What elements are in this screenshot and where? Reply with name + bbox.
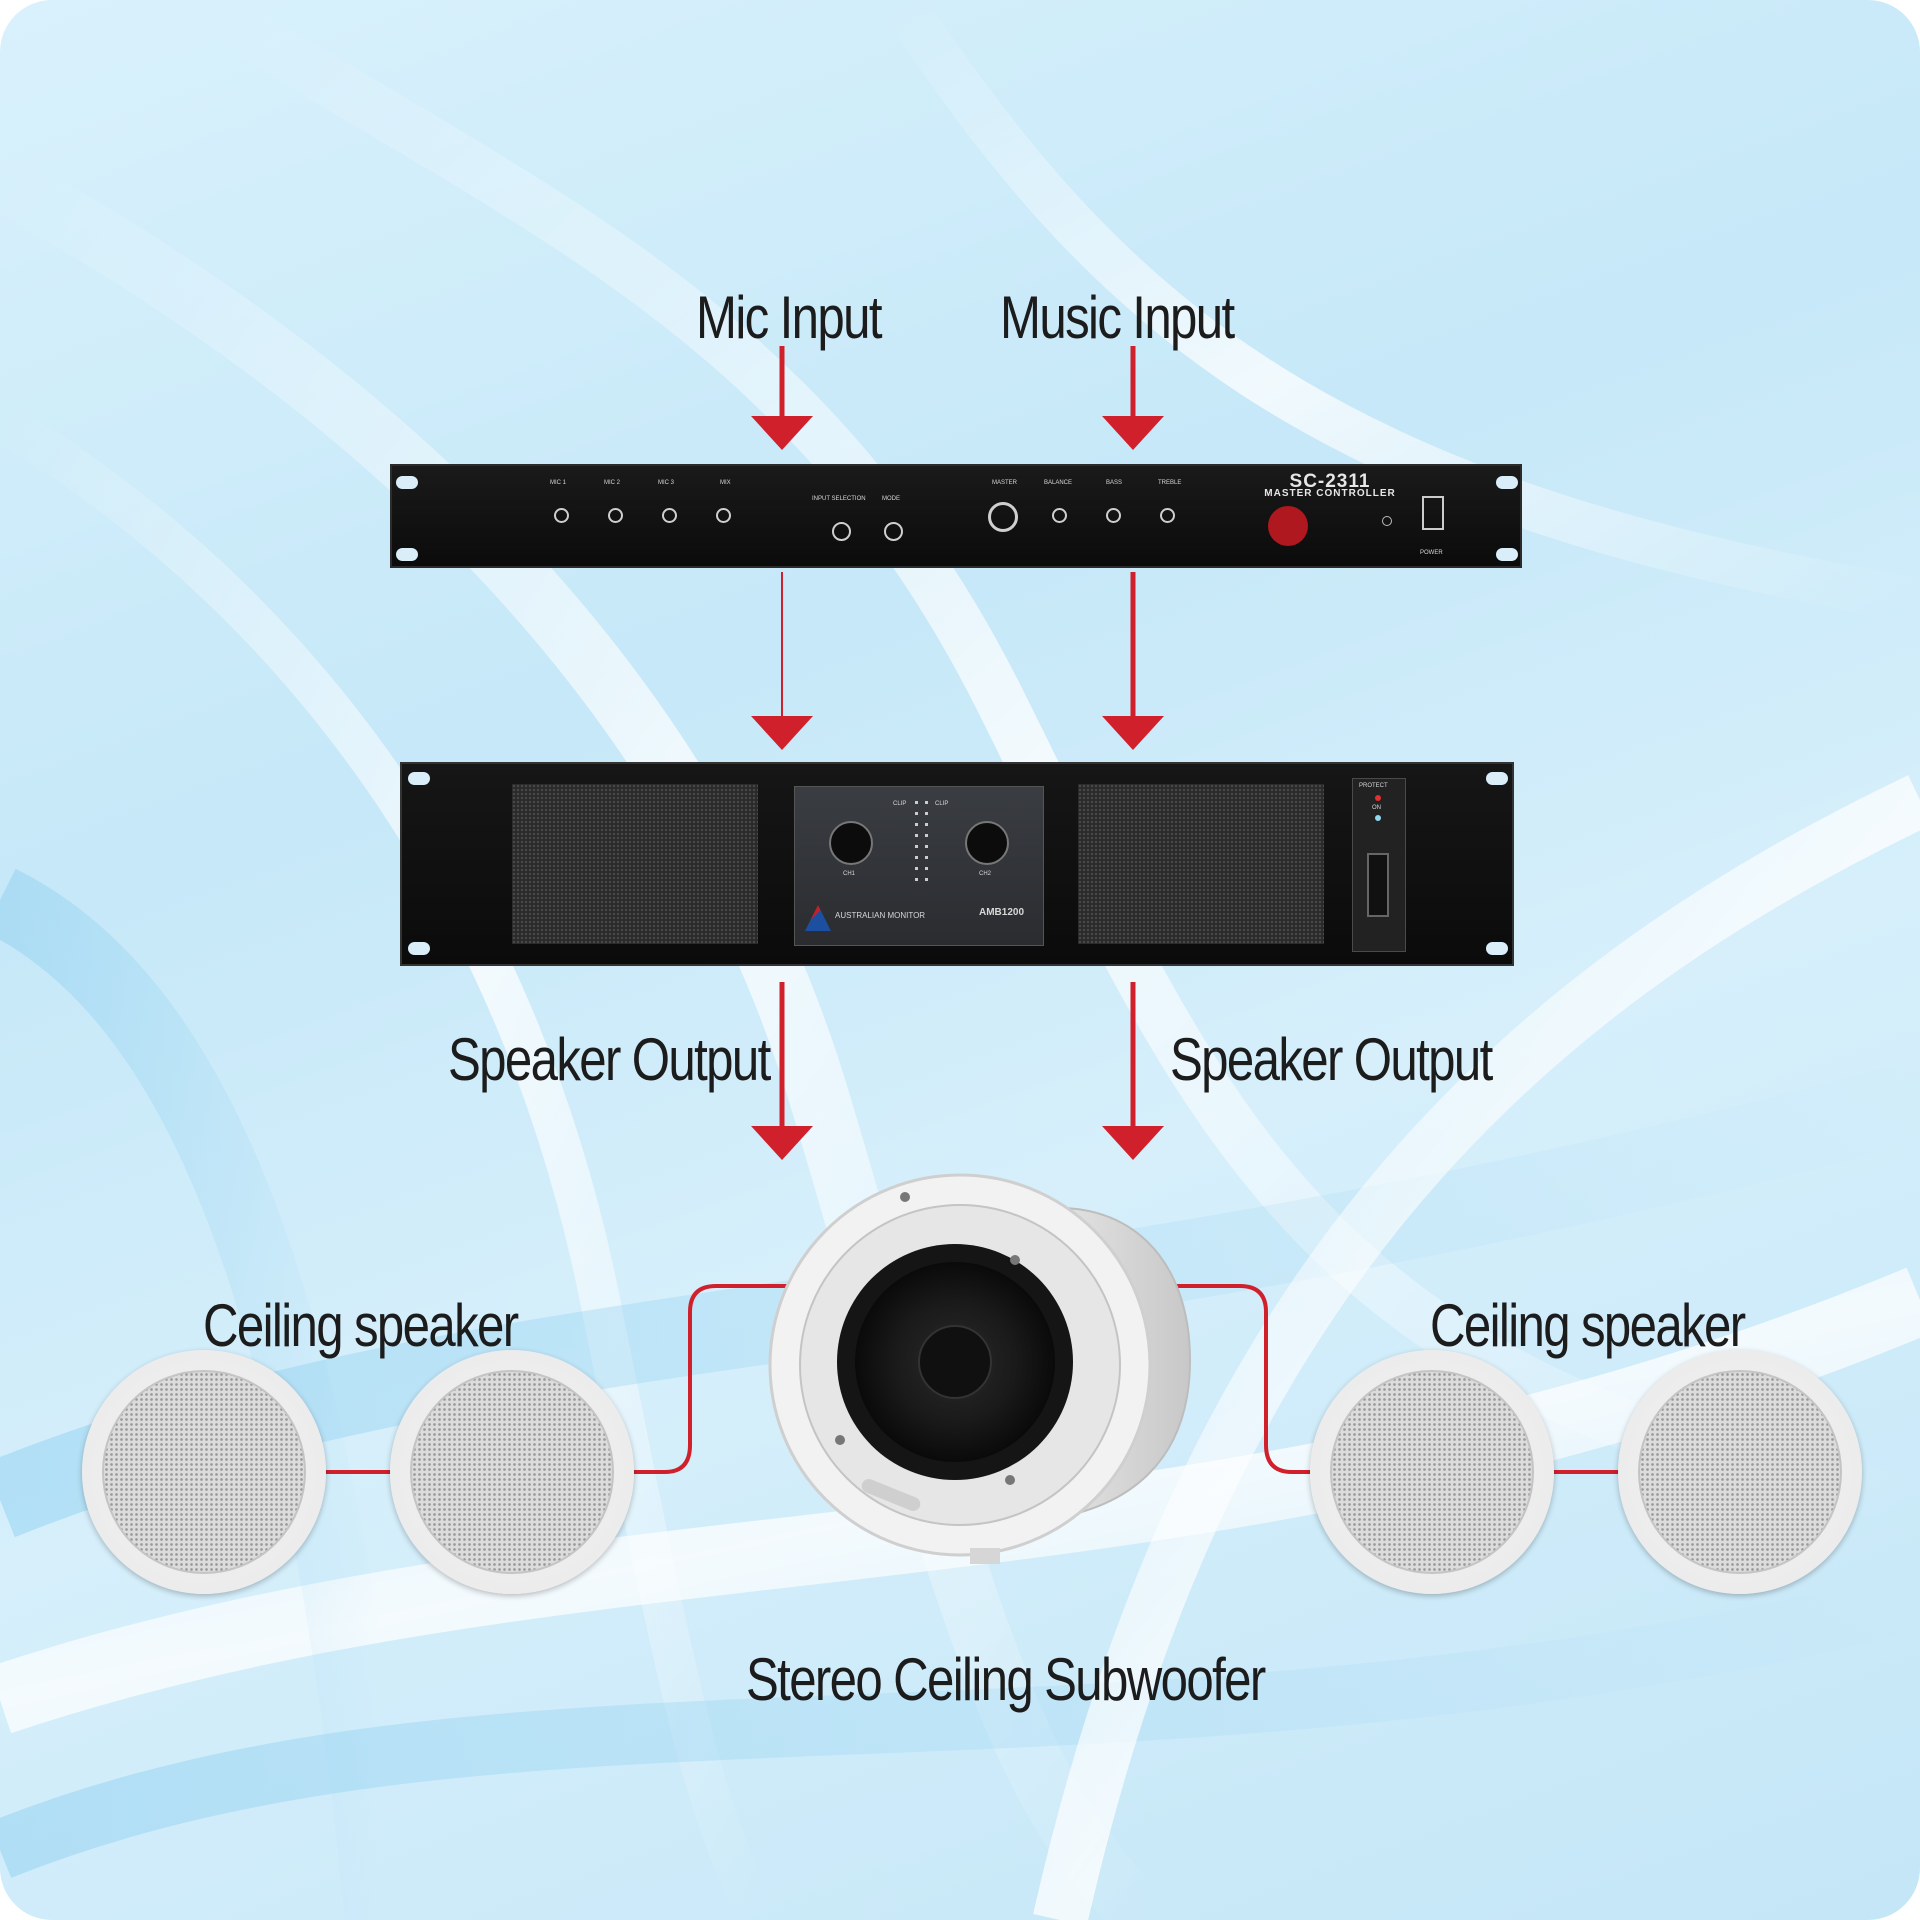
right-vent-grille <box>1078 784 1324 944</box>
clip-label-right: CLIP <box>935 801 949 807</box>
mic-input-arrow <box>750 346 814 450</box>
on-label: ON <box>1372 805 1381 811</box>
controller-model: SC-2311 <box>1289 471 1371 492</box>
speaker-grille <box>1330 1370 1534 1574</box>
input-selection-knob[interactable] <box>832 522 851 541</box>
mic3-knob[interactable] <box>662 508 677 523</box>
speaker-output-right-label: Speaker Output <box>1170 1026 1493 1093</box>
mic2-knob-label: MIC 2 <box>604 480 621 486</box>
protect-led <box>1375 795 1381 801</box>
music-input-arrow <box>1101 346 1165 450</box>
music-input-label: Music Input <box>1000 284 1235 351</box>
power-label: POWER <box>1420 550 1443 556</box>
input-selection-label: INPUT SELECTION <box>812 496 866 502</box>
amplifier-brand: AUSTRALIAN MONITOR <box>835 911 926 920</box>
right-signal-arrow <box>1101 572 1165 750</box>
balance-knob[interactable] <box>1052 508 1067 523</box>
protect-panel: PROTECT ON <box>1352 778 1406 952</box>
master-controller: MIC 1 MIC 2 MIC 3 MIX INPUT SELECTION MO… <box>390 464 1522 568</box>
amplifier-power-switch[interactable] <box>1367 853 1389 917</box>
mic1-knob-label: MIC 1 <box>550 480 567 486</box>
mode-label: MODE <box>882 496 900 502</box>
mic1-knob[interactable] <box>554 508 569 523</box>
speaker-output-left-label: Speaker Output <box>448 1026 771 1093</box>
ch2-label: CH2 <box>979 871 992 877</box>
mic-input-label: Mic Input <box>696 284 883 351</box>
master-knob[interactable] <box>988 502 1018 532</box>
ch1-label: CH1 <box>843 871 856 877</box>
amplifier-model: AMB1200 <box>979 907 1025 918</box>
mix-knob[interactable] <box>716 508 731 523</box>
treble-knob-label: TREBLE <box>1158 480 1182 486</box>
master-knob-label: MASTER <box>992 480 1018 486</box>
mic2-knob[interactable] <box>608 508 623 523</box>
mode-knob[interactable] <box>884 522 903 541</box>
speaker-grille <box>102 1370 306 1574</box>
speaker-grille <box>1638 1370 1842 1574</box>
clip-label-left: CLIP <box>893 801 907 807</box>
mix-knob-label: MIX <box>720 480 731 486</box>
ceiling-speaker-4 <box>1618 1350 1862 1594</box>
on-led <box>1375 815 1381 821</box>
level-meter-right <box>925 801 928 881</box>
bass-knob-label: BASS <box>1106 480 1123 486</box>
speaker-grille <box>410 1370 614 1574</box>
amplifier-control-panel: CH1 CH2 CLIP CLIP AUSTRALIAN MONITOR AMB… <box>794 786 1044 946</box>
left-output-arrow <box>750 982 814 1160</box>
level-meter-left <box>915 801 918 881</box>
power-switch[interactable] <box>1422 496 1444 530</box>
protect-label: PROTECT <box>1359 783 1388 789</box>
subwoofer-label: Stereo Ceiling Subwoofer <box>746 1646 1266 1713</box>
ceiling-speaker-1 <box>82 1350 326 1594</box>
bass-knob[interactable] <box>1106 508 1121 523</box>
left-vent-grille <box>512 784 758 944</box>
ceiling-speaker-left-label: Ceiling speaker <box>203 1292 519 1359</box>
power-amplifier: CH1 CH2 CLIP CLIP AUSTRALIAN MONITOR AMB… <box>400 762 1514 966</box>
right-output-arrow <box>1101 982 1165 1160</box>
balance-knob-label: BALANCE <box>1044 480 1073 486</box>
mic3-knob-label: MIC 3 <box>658 480 675 486</box>
left-signal-arrow <box>750 572 814 750</box>
ceiling-speaker-right-label: Ceiling speaker <box>1430 1292 1746 1359</box>
ceiling-speaker-2 <box>390 1350 634 1594</box>
power-led <box>1382 516 1392 526</box>
treble-knob[interactable] <box>1160 508 1175 523</box>
ch2-volume-knob[interactable] <box>965 821 1009 865</box>
ceiling-speaker-3 <box>1310 1350 1554 1594</box>
brand-logo <box>1268 506 1308 546</box>
ch1-volume-knob[interactable] <box>829 821 873 865</box>
controller-subtitle: MASTER CONTROLLER <box>1264 488 1396 499</box>
